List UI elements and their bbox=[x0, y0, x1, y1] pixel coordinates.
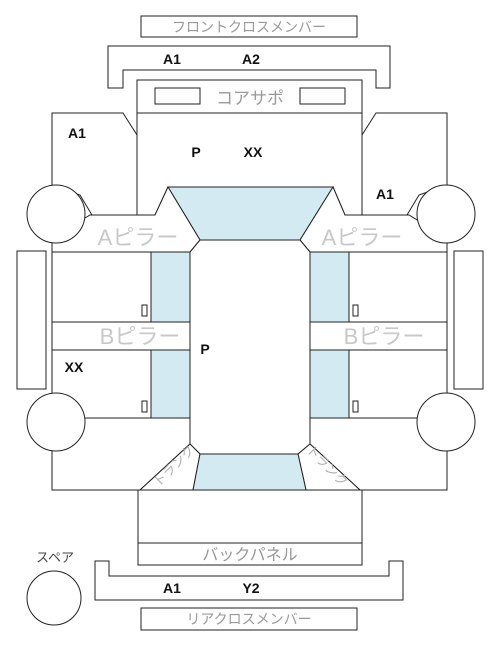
wheel-rear-left[interactable] bbox=[26, 392, 86, 452]
left-rear-door-handle[interactable] bbox=[141, 400, 148, 413]
a-pillar-left-label: Aピラー bbox=[98, 225, 179, 250]
headlight-left[interactable] bbox=[154, 87, 201, 105]
b-pillar-left-label: Bピラー bbox=[100, 324, 181, 349]
rear-window[interactable] bbox=[192, 453, 307, 491]
back-panel-label: バックパネル bbox=[202, 546, 297, 564]
left-rear-door-code: XX bbox=[65, 359, 84, 375]
rear-cross-member-bracket[interactable] bbox=[94, 560, 404, 601]
rear-cross-member-label: リアクロスメンバー bbox=[186, 611, 311, 627]
front-cross-member-label: フロントクロスメンバー bbox=[172, 19, 326, 35]
wheel-front-left[interactable] bbox=[26, 184, 86, 244]
right-side-sill[interactable] bbox=[453, 250, 484, 390]
hood-right-code: XX bbox=[244, 144, 263, 160]
core-support-label: コアサポ bbox=[216, 89, 284, 108]
front-member-right-code: A2 bbox=[242, 51, 260, 67]
right-fender-code: A1 bbox=[376, 186, 394, 202]
b-pillar-left[interactable] bbox=[51, 321, 191, 351]
front-cross-member-box[interactable] bbox=[140, 15, 358, 38]
spare-label: スペア bbox=[36, 550, 74, 565]
rear-member-left-code: A1 bbox=[163, 580, 181, 596]
right-front-window[interactable] bbox=[309, 251, 350, 323]
b-pillar-right[interactable] bbox=[309, 321, 448, 351]
left-rear-window[interactable] bbox=[150, 349, 191, 419]
left-front-window[interactable] bbox=[150, 251, 191, 323]
roof-code: P bbox=[200, 341, 209, 357]
trunk-lid[interactable] bbox=[137, 489, 363, 544]
wheel-front-right[interactable] bbox=[416, 184, 476, 244]
a-pillar-right-label: Aピラー bbox=[322, 225, 403, 250]
wheel-rear-right[interactable] bbox=[416, 392, 476, 452]
front-member-left-code: A1 bbox=[163, 51, 181, 67]
left-front-door-handle[interactable] bbox=[141, 304, 148, 317]
hood-left-code: P bbox=[191, 144, 200, 160]
rear-cross-member-box[interactable] bbox=[140, 607, 358, 631]
front-cross-member-bracket[interactable] bbox=[107, 45, 391, 89]
left-fender-code: A1 bbox=[68, 125, 86, 141]
right-front-fender[interactable] bbox=[361, 112, 448, 216]
spare-tire[interactable] bbox=[26, 570, 82, 626]
back-panel[interactable] bbox=[137, 542, 363, 566]
right-front-door-handle[interactable] bbox=[352, 304, 359, 317]
b-pillar-right-label: Bピラー bbox=[344, 324, 425, 349]
right-rear-window[interactable] bbox=[309, 349, 350, 419]
left-side-sill[interactable] bbox=[16, 250, 47, 390]
headlight-right[interactable] bbox=[299, 87, 346, 105]
rear-member-right-code: Y2 bbox=[242, 580, 259, 596]
right-rear-door-handle[interactable] bbox=[352, 400, 359, 413]
